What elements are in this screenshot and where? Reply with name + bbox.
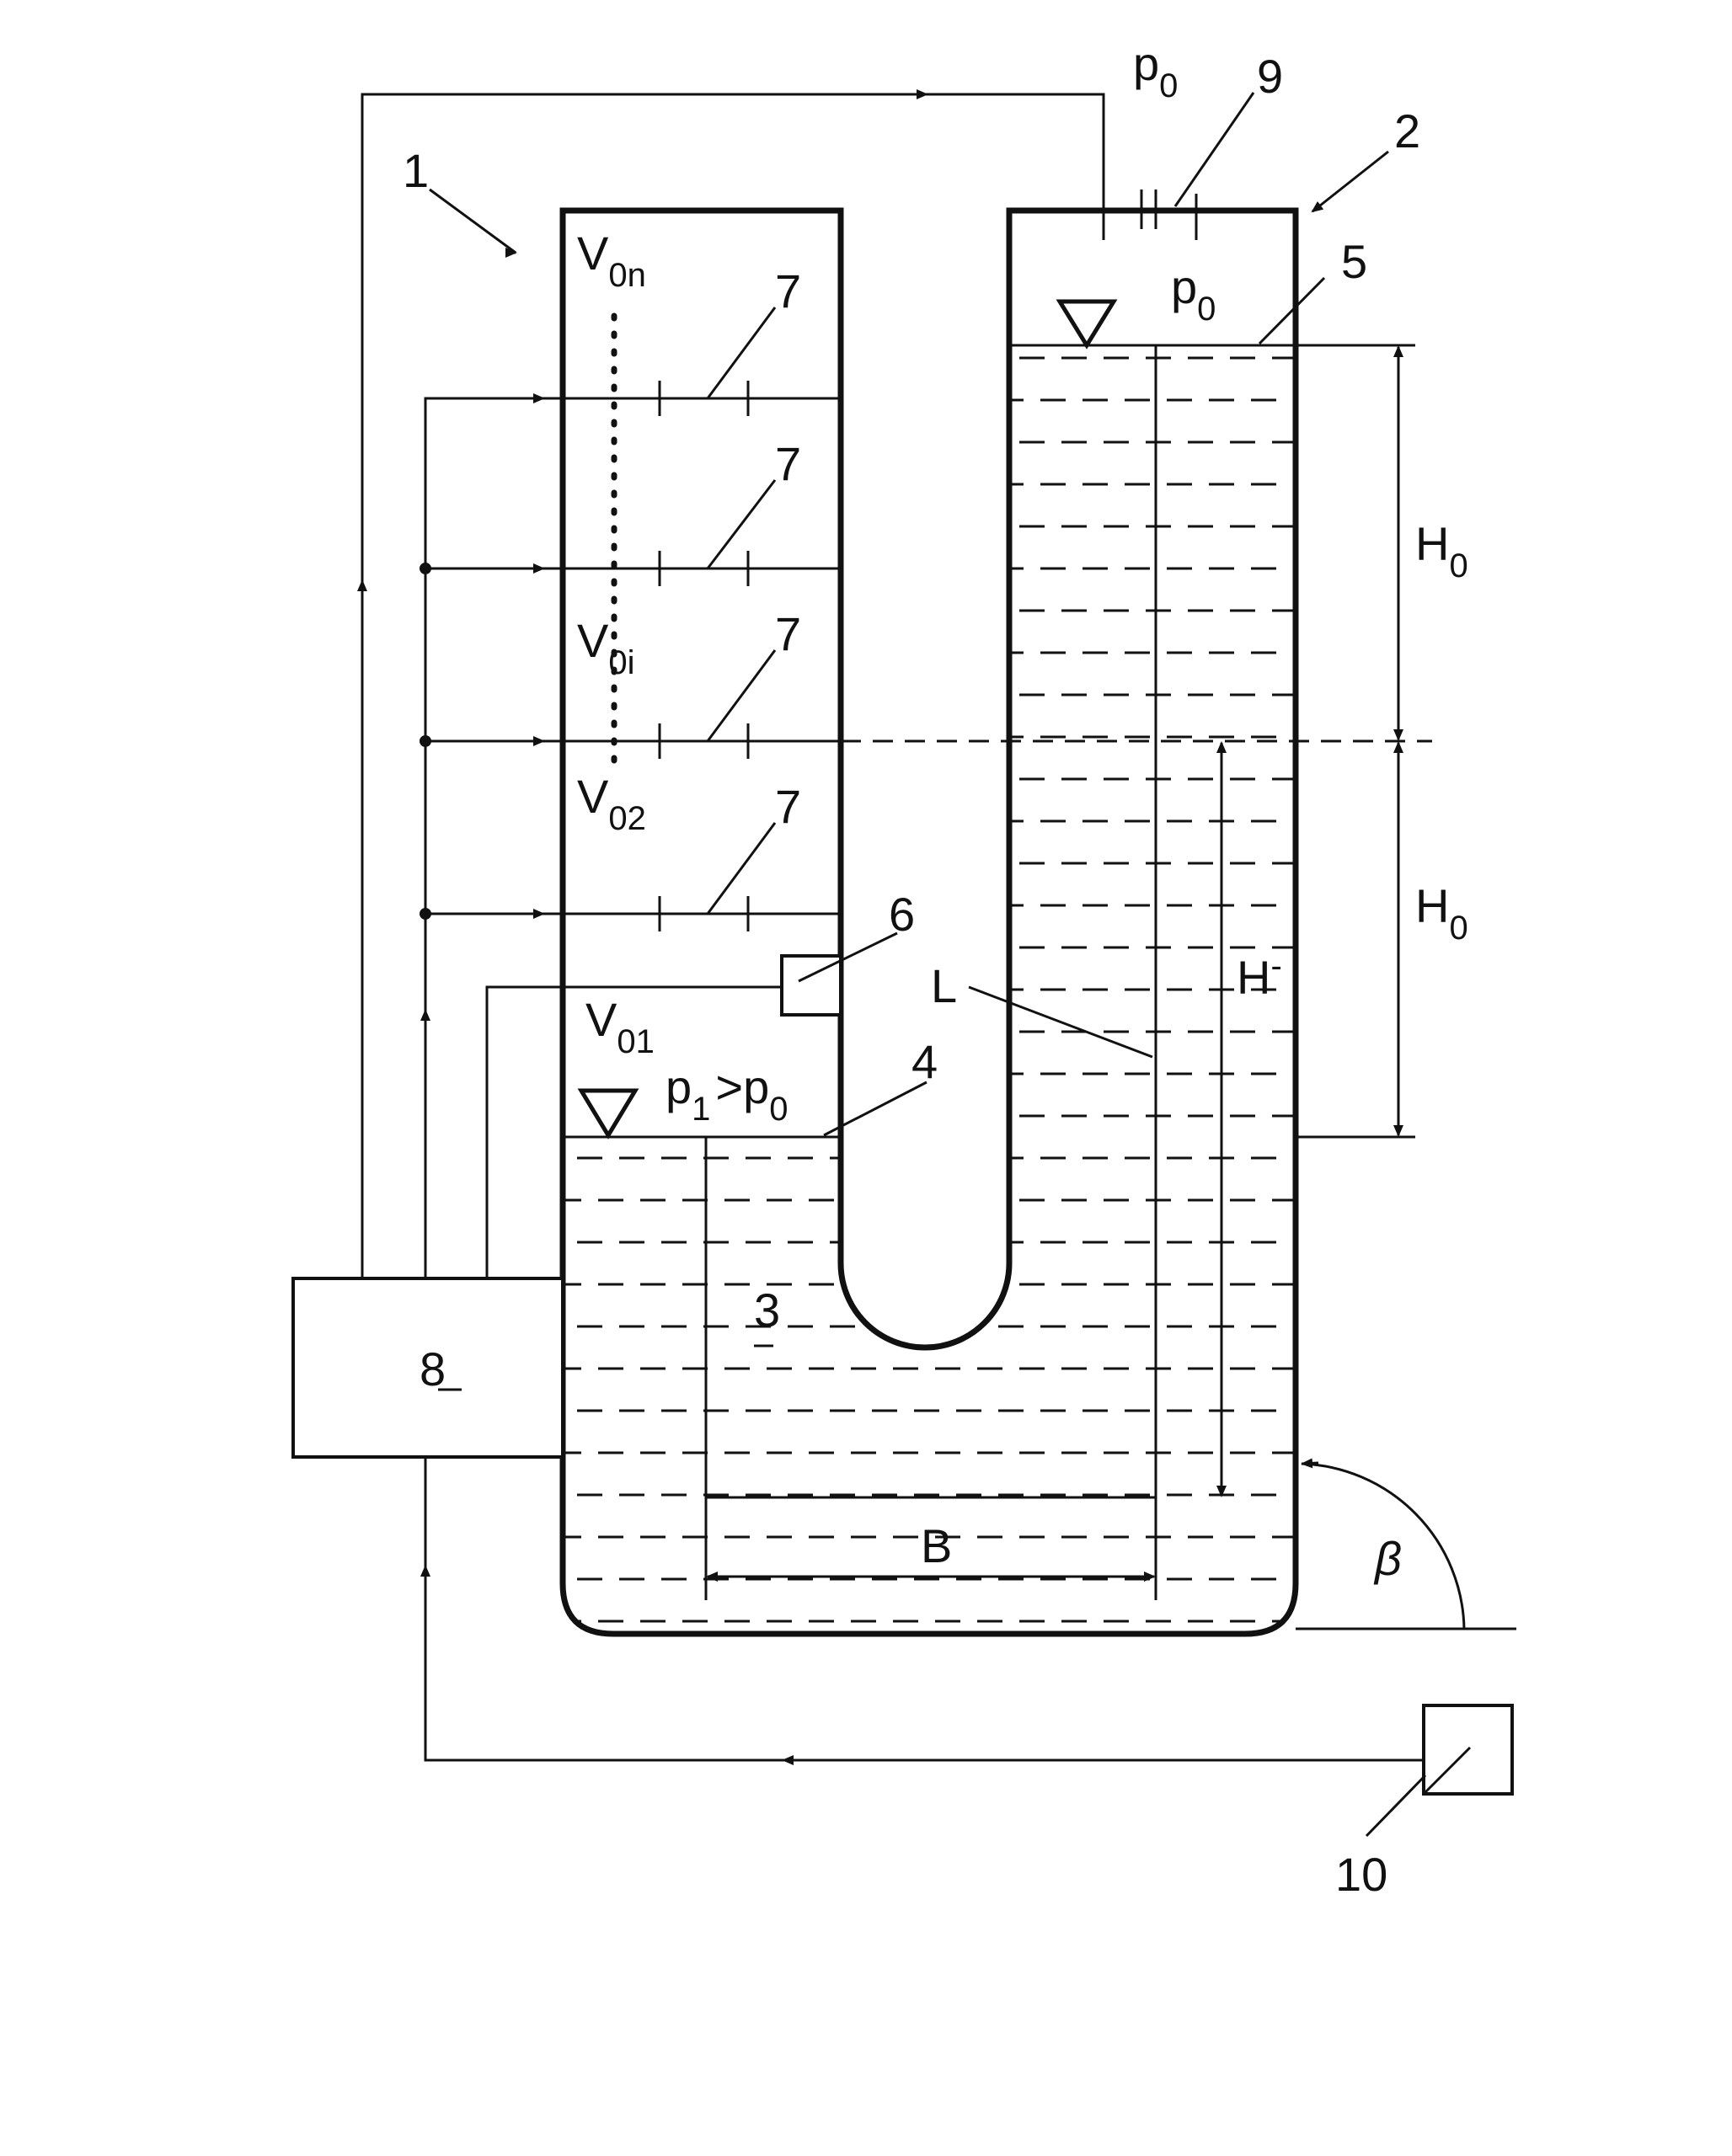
liquid-body	[563, 345, 1296, 1634]
angle-beta	[1296, 1463, 1516, 1629]
ref-7-b: 7	[775, 437, 801, 490]
label-v0i: V0i	[577, 614, 635, 681]
label-v0n: V0n	[577, 227, 646, 294]
ref-8: 8	[420, 1342, 446, 1396]
label-p1-gt-p0: p1>p0	[666, 1060, 788, 1128]
ref-7-a: 7	[775, 264, 801, 318]
level-triangle-right	[1060, 302, 1114, 345]
ref-9: 9	[1257, 50, 1283, 103]
ref-10: 10	[1335, 1848, 1387, 1901]
ref-7-d: 7	[775, 780, 801, 833]
level-triangle-left	[581, 1091, 635, 1135]
label-h0-lower: H0	[1415, 879, 1468, 947]
ref-4: 4	[911, 1035, 938, 1088]
label-p0-top: p0	[1133, 37, 1178, 104]
ref-2: 2	[1394, 104, 1420, 157]
label-beta: β	[1373, 1532, 1402, 1585]
label-p0-vessel: p0	[1171, 260, 1216, 328]
ref-3: 3	[754, 1283, 780, 1337]
ref-6: 6	[889, 888, 915, 941]
ref-5: 5	[1341, 235, 1367, 288]
ref-7-c: 7	[775, 607, 801, 660]
ref-1: 1	[403, 144, 429, 197]
label-v02: V02	[577, 770, 646, 837]
label-b: B	[921, 1519, 952, 1572]
label-v01: V01	[585, 993, 655, 1060]
label-h0-upper: H0	[1415, 517, 1468, 584]
label-l: L	[931, 959, 957, 1012]
